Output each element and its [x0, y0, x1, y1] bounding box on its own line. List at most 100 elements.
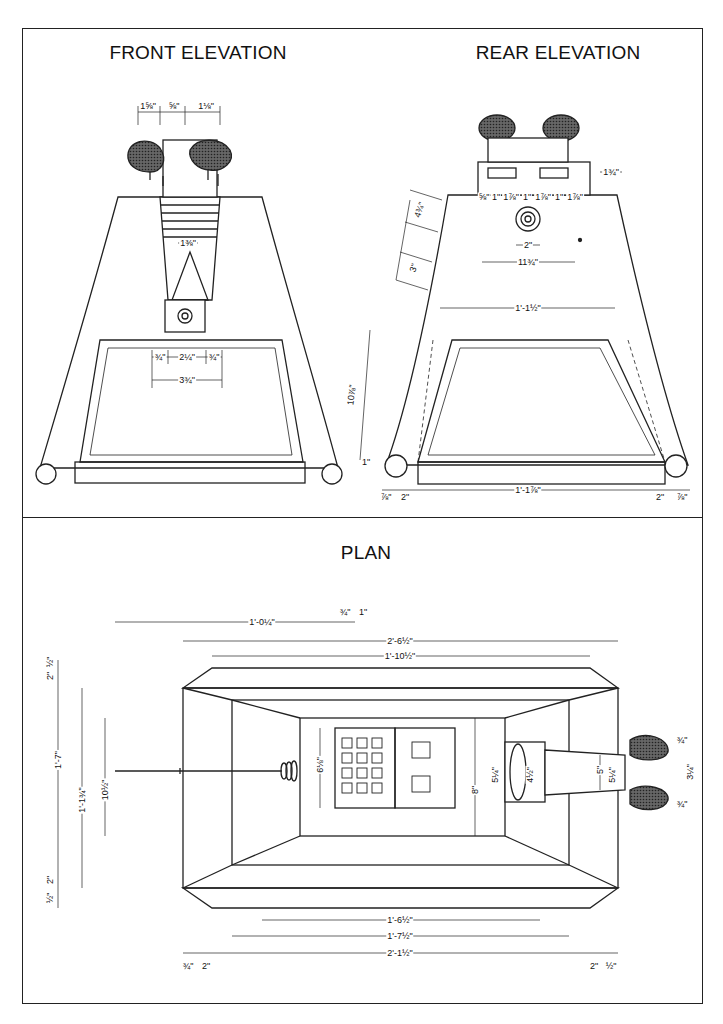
dimension-label: ¾" — [208, 353, 221, 362]
front-elevation — [36, 106, 342, 484]
dimension-label: 1" — [554, 193, 564, 202]
dimension-label: 1" — [361, 458, 371, 467]
dimension-label: 3¾" — [178, 376, 196, 385]
rear-elevation — [360, 115, 690, 490]
front-elevation-part — [163, 236, 217, 237]
plan-view-part — [505, 836, 569, 865]
view-heading: FRONT ELEVATION — [109, 42, 286, 64]
rear-elevation-part — [521, 212, 535, 226]
dimension-label: 1'-7" — [54, 750, 63, 770]
dimension-label: ½" — [605, 962, 618, 971]
front-elevation-part — [162, 220, 218, 221]
dimension-label: 1⅝" — [139, 102, 157, 111]
front-elevation-part — [178, 309, 192, 323]
rear-elevation-part — [428, 348, 655, 455]
dimension-label: 1'-10½" — [384, 652, 416, 661]
rear-elevation-part — [479, 115, 515, 141]
front-elevation-part — [190, 140, 232, 170]
plan-view-part — [183, 888, 618, 908]
plan-view — [58, 622, 668, 953]
dimension-label: 1'-0¼" — [248, 618, 275, 627]
dimension-label: 2" — [46, 875, 55, 885]
plan-view-part-part — [58, 660, 59, 908]
plan-view-part — [630, 786, 668, 809]
front-elevation-part-part — [206, 350, 207, 364]
dimension-label: 2" — [400, 493, 410, 502]
front-elevation-part — [128, 141, 164, 172]
plan-view-part — [510, 744, 526, 800]
dimension-label: 2'-1½" — [386, 949, 413, 958]
front-elevation-part — [182, 313, 188, 319]
dimension-label: ¾" — [676, 800, 689, 809]
front-elevation-part — [162, 176, 163, 186]
plan-view-part — [183, 688, 232, 700]
dimension-label: 1⅜" — [179, 239, 197, 248]
dimension-label: 2" — [523, 241, 533, 250]
dimension-label: 1'-1½" — [514, 304, 541, 313]
front-elevation-part — [161, 204, 219, 205]
front-elevation-part-part — [222, 350, 223, 388]
plan-view-part-part — [342, 753, 352, 763]
front-elevation-part — [80, 340, 303, 462]
dimension-label: 2¼" — [178, 353, 196, 362]
drawing-panel: PLAN — [22, 517, 703, 1004]
dimension-label: ⅞" — [676, 493, 689, 502]
dimension-label: 10⅞" — [346, 383, 358, 407]
plan-view-part — [232, 700, 569, 865]
dimension-label: 1⅞" — [502, 193, 520, 202]
dimension-label: 1'-1¾" — [78, 786, 87, 813]
rear-elevation-part — [418, 340, 665, 462]
plan-view-part-part — [412, 742, 430, 758]
rear-elevation-part — [516, 207, 540, 231]
front-elevation-part — [75, 462, 305, 483]
plan-view-part — [232, 836, 300, 865]
rear-elevation-part — [385, 455, 407, 477]
dimension-label: 5¼" — [608, 766, 617, 784]
plan-view-part-part — [105, 718, 106, 836]
rear-elevation-part — [488, 138, 568, 162]
dimension-label: ½" — [46, 892, 55, 905]
front-elevation-part — [217, 174, 218, 186]
dimension-label: ¾" — [182, 962, 195, 971]
plan-view-part — [505, 742, 545, 802]
plan-view-part-part — [357, 738, 367, 748]
rear-elevation-part-part — [400, 252, 432, 262]
plan-view-part-part — [357, 753, 367, 763]
dimension-label: ⅞" — [380, 493, 393, 502]
front-elevation-part-part — [168, 350, 169, 364]
rear-elevation-part — [579, 239, 582, 242]
plan-view-part-part — [342, 738, 352, 748]
plan-view-part-part — [372, 768, 382, 778]
dimension-label: 1¾" — [602, 168, 620, 177]
front-elevation-part — [36, 464, 56, 484]
front-elevation-part — [138, 106, 222, 388]
plan-view-part — [505, 700, 569, 718]
dimension-label: 2" — [655, 493, 665, 502]
dimension-label: 2" — [201, 962, 211, 971]
dimension-label: 1" — [491, 193, 501, 202]
plan-view-part — [232, 700, 300, 718]
front-elevation-part — [165, 300, 205, 332]
plan-view-part-part — [357, 768, 367, 778]
dimension-label: ⅝" — [478, 193, 491, 202]
plan-view-part — [569, 688, 618, 700]
front-elevation-part — [149, 172, 150, 180]
plan-view-part-part — [372, 783, 382, 793]
plan-view-part — [545, 750, 625, 795]
rear-elevation-part — [488, 168, 516, 178]
view-heading: REAR ELEVATION — [476, 42, 641, 64]
plan-view-part — [58, 622, 618, 953]
dimension-label: ½" — [46, 656, 55, 669]
rear-elevation-part — [418, 462, 665, 484]
dimension-label: ¾" — [154, 353, 167, 362]
dimension-label: 1'-6½" — [386, 916, 413, 925]
front-elevation-part-part — [220, 106, 221, 125]
rear-elevation-part — [543, 115, 579, 141]
plan-view-part — [569, 865, 618, 888]
plan-view-part — [183, 668, 618, 688]
plan-view-part — [395, 728, 455, 808]
front-elevation-part — [161, 212, 219, 213]
dimension-label: 5" — [596, 765, 605, 775]
rear-elevation-part — [665, 455, 687, 477]
